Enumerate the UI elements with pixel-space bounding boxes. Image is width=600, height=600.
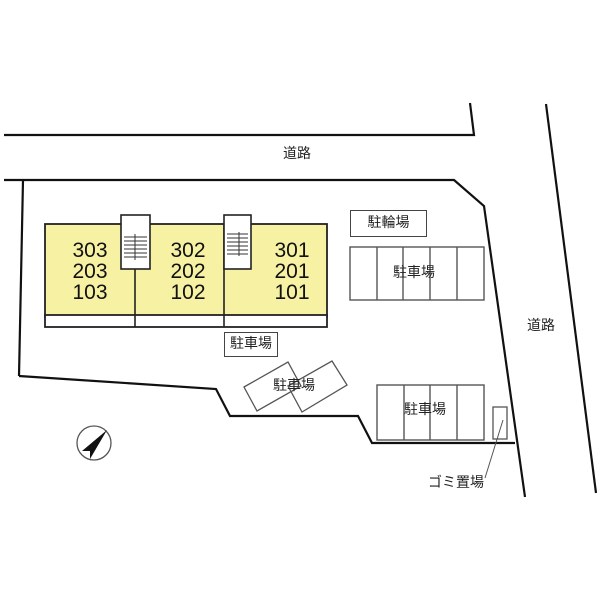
parking-stalls-upper-right [349,246,485,301]
unit-number: 203 [72,260,108,283]
unit-number: 302 [170,239,206,262]
parking-stalls-angled [243,360,348,413]
building-footprint [44,223,328,318]
unit-number: 102 [170,281,206,304]
unit-number: 101 [274,281,310,304]
bicycle-parking-label: 駐輪場 [350,210,427,237]
road-label-top: 道路 [283,146,311,162]
parking-stalls-lower-right [376,384,485,441]
site-boundary [4,178,527,498]
unit-number: 303 [72,239,108,262]
unit-stack-2: 302 202 102 [163,240,213,303]
unit-stack-1: 301 201 101 [267,240,317,303]
garbage-area [492,406,508,440]
unit-stack-3: 303 203 103 [65,240,115,303]
unit-number: 103 [72,281,108,304]
garbage-label: ゴミ置場 [428,475,484,491]
building-corridor [44,314,328,328]
parking-label-angled: 駐車場 [273,378,315,394]
parking-label-upper-right: 駐車場 [393,265,435,281]
road-top-edge [4,102,476,137]
road-right-outer-edge [544,103,598,494]
staircase-icon [120,214,151,270]
site-boundary-bottom [18,374,515,445]
parking-label-center: 駐車場 [224,332,278,357]
staircase-icon [223,214,252,270]
garbage-leader-line [484,419,504,479]
unit-number: 202 [170,260,206,283]
north-arrow-icon [76,425,112,461]
unit-number: 201 [274,260,310,283]
road-label-right: 道路 [527,318,555,334]
site-boundary-left [17,179,25,377]
unit-number: 301 [274,239,310,262]
parking-label-lower-right: 駐車場 [404,402,446,418]
